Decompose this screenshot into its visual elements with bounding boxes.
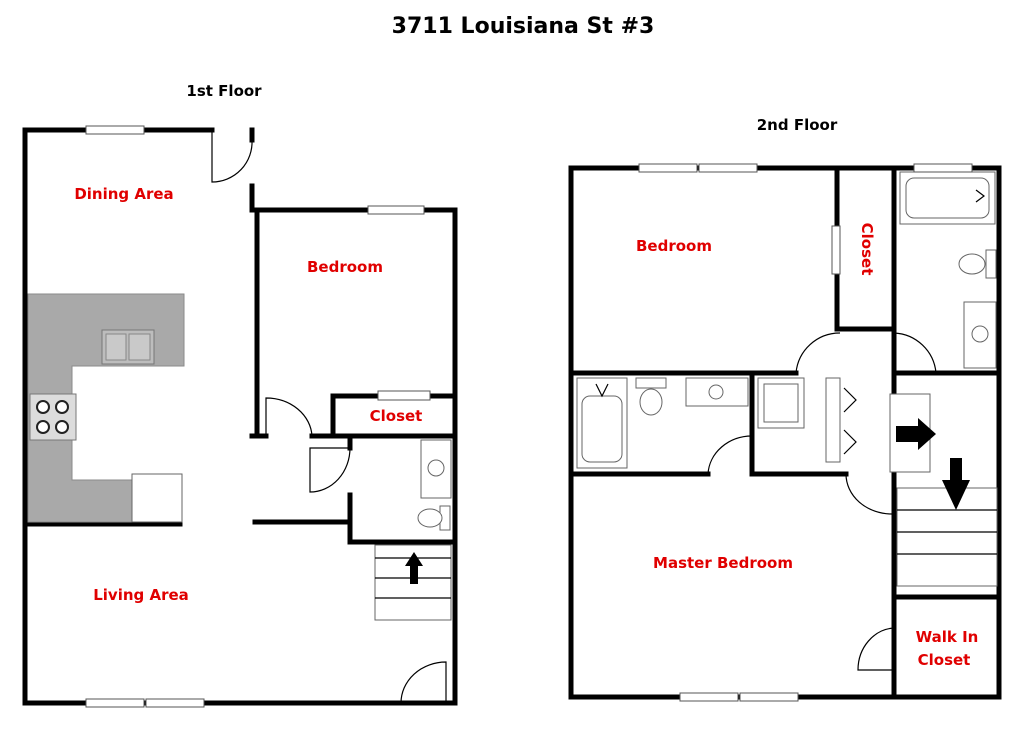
second-floor-label: 2nd Floor	[757, 116, 838, 134]
second-closet-door	[831, 225, 841, 275]
bath-toilet	[417, 508, 443, 528]
stove-icon	[29, 393, 77, 441]
bedroom-window-a	[638, 163, 698, 173]
stairs-down-arrow-icon	[942, 458, 970, 510]
bath-door-swing-2	[893, 332, 937, 374]
bedroom-window	[367, 205, 425, 215]
upper-sink	[971, 325, 989, 343]
stairs-outline-2	[896, 487, 998, 587]
front-door-swing	[400, 661, 447, 704]
stairs-up-arrow-icon	[405, 552, 423, 584]
first-floor-plan: Dining Area Bedroom Closet Living Area	[22, 125, 458, 708]
upper-toilet-tank	[985, 249, 997, 279]
second-floor-outer-wall	[568, 165, 1002, 700]
upper-toilet	[958, 253, 986, 275]
walkin-closet-label-line2: Closet	[918, 651, 971, 669]
living-window-a	[85, 698, 145, 708]
second-floor-plan: Bedroom Closet Master Bedroom Walk In Cl…	[568, 163, 1002, 702]
linen-closet-door	[825, 377, 841, 463]
first-floor-label: 1st Floor	[186, 82, 262, 100]
entry-door-swing	[211, 132, 253, 183]
hall-bath-south-wall-b	[749, 435, 849, 477]
hall-toilet-tank	[635, 377, 667, 389]
first-floor-outer-wall	[22, 127, 458, 706]
second-closet-label: Closet	[858, 223, 876, 276]
master-door-swing	[845, 473, 893, 515]
closet-shelf	[377, 390, 431, 401]
master-window-a	[679, 692, 739, 702]
first-closet-label: Closet	[370, 407, 423, 425]
hall-bath-door-swing	[707, 435, 753, 475]
living-window-b	[145, 698, 205, 708]
walkin-door-swing	[857, 627, 895, 671]
bath-sink	[427, 459, 445, 477]
second-bedroom-label: Bedroom	[636, 237, 712, 255]
first-floor-stairs	[374, 544, 452, 621]
bath-window	[913, 163, 973, 173]
hall-sink	[708, 384, 724, 400]
first-floor-window	[85, 125, 145, 135]
first-bedroom-label: Bedroom	[307, 258, 383, 276]
hall-toilet	[639, 388, 663, 416]
hall-right-arrow-icon	[896, 418, 936, 450]
bedroom-door-swing	[265, 397, 313, 437]
dining-area-label: Dining Area	[74, 185, 173, 203]
bifold-door-icon	[843, 387, 857, 455]
master-bedroom-label: Master Bedroom	[653, 554, 793, 572]
walkin-closet-label-line1: Walk In	[916, 628, 979, 646]
second-floor-stairs	[896, 458, 998, 587]
living-area-label: Living Area	[93, 586, 189, 604]
master-window-b	[739, 692, 799, 702]
kitchen	[27, 293, 185, 523]
bedroom-window-b	[698, 163, 758, 173]
page-title: 3711 Louisiana St #3	[392, 14, 655, 39]
bath-south-wall	[347, 492, 458, 545]
fridge	[131, 473, 183, 523]
bedroom-door-swing-2	[795, 332, 841, 374]
bath-door-swing	[309, 447, 351, 493]
